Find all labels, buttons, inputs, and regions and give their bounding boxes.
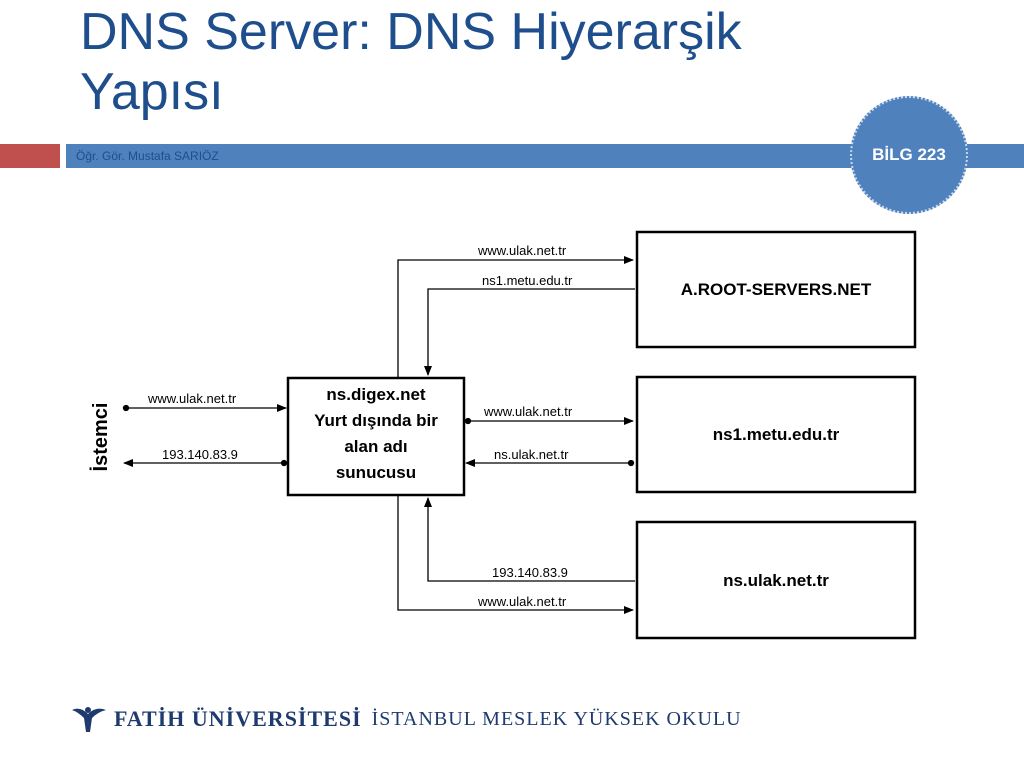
auth-server-box xyxy=(635,520,917,640)
tld-server-box xyxy=(635,375,917,494)
accent-bar-red xyxy=(0,144,60,168)
local-server-line-2: Yurt dışında bir xyxy=(314,411,438,430)
tld-query-label: www.ulak.net.tr xyxy=(483,404,573,419)
local-server-line-3: alan adı xyxy=(344,437,407,456)
local-server-line-4: sunucusu xyxy=(336,463,416,482)
root-server-box xyxy=(635,230,917,349)
auth-answer-label: 193.140.83.9 xyxy=(492,565,568,580)
slide-title-line-1: DNS Server: DNS Hiyerarşik xyxy=(80,3,742,61)
root-referral-arrow xyxy=(424,288,635,376)
client-query-label: www.ulak.net.tr xyxy=(147,391,237,406)
course-code: BİLG 223 xyxy=(872,145,946,164)
root-referral-label: ns1.metu.edu.tr xyxy=(482,273,573,288)
local-server-line-1: ns.digex.net xyxy=(326,385,426,404)
auth-server-label: ns.ulak.net.tr xyxy=(723,571,829,590)
footer: FATİH ÜNİVERSİTESİ İSTANBUL MESLEK YÜKSE… xyxy=(70,702,742,736)
client-answer-label: 193.140.83.9 xyxy=(162,447,238,462)
client-label: İstemci xyxy=(89,403,112,472)
root-server-label: A.ROOT-SERVERS.NET xyxy=(681,280,872,299)
university-logo-icon xyxy=(72,707,106,732)
slide-title: DNS Server: DNS Hiyerarşik Yapısı xyxy=(80,2,742,122)
root-query-label: www.ulak.net.tr xyxy=(477,243,567,258)
course-badge: BİLG 223 xyxy=(850,96,968,214)
auth-query-arrow xyxy=(397,495,634,614)
school-name: İSTANBUL MESLEK YÜKSEK OKULU xyxy=(371,707,742,730)
root-query-arrow xyxy=(397,256,634,378)
author-name: Öğr. Gör. Mustafa SARIÖZ xyxy=(76,149,219,163)
slide-title-line-2: Yapısı xyxy=(80,63,224,121)
local-dns-server-box xyxy=(286,376,466,497)
tld-referral-label: ns.ulak.net.tr xyxy=(494,447,569,462)
tld-server-label: ns1.metu.edu.tr xyxy=(713,425,840,444)
auth-answer-arrow xyxy=(424,497,635,582)
auth-query-label: www.ulak.net.tr xyxy=(477,594,567,609)
university-name: FATİH ÜNİVERSİTESİ xyxy=(114,706,362,731)
